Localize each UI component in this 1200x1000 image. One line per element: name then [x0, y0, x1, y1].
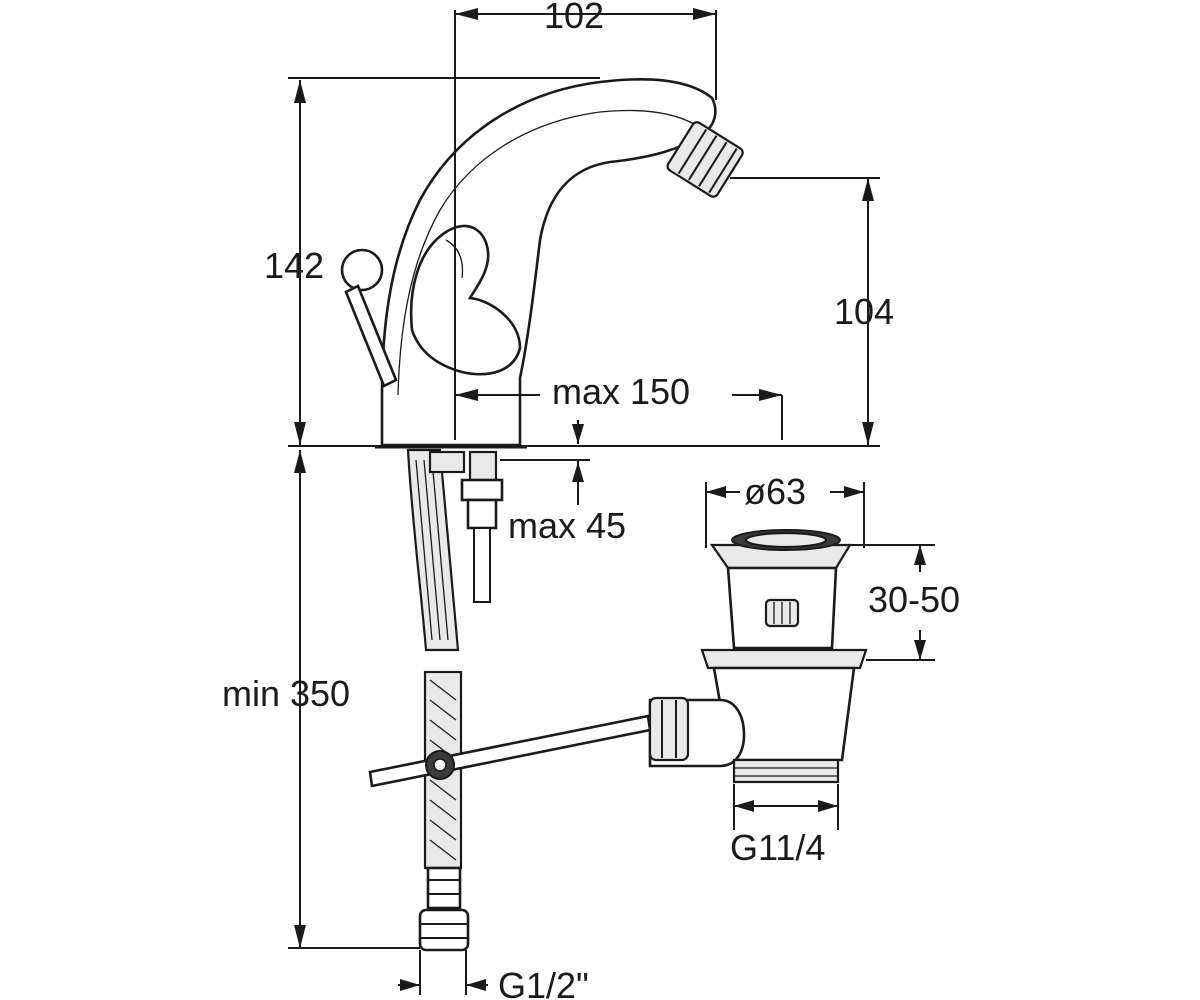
- faucet-icon: [340, 78, 744, 449]
- dimension-lines: [288, 8, 935, 995]
- label-spout-height: 104: [834, 291, 894, 332]
- label-max-150: max 150: [552, 371, 690, 412]
- label-spout-reach: 102: [544, 0, 604, 36]
- label-waste-range: 30-50: [868, 579, 960, 620]
- label-hose-thread: G1/2": [498, 965, 589, 1000]
- label-waste-diameter: ø63: [744, 471, 806, 512]
- pop-up-waste-icon: [648, 529, 868, 784]
- hose-icon: [406, 448, 504, 952]
- label-waste-thread: G11/4: [730, 827, 825, 868]
- rod-icon: [368, 714, 652, 788]
- label-max-45: max 45: [508, 505, 626, 546]
- label-min-350: min 350: [222, 673, 350, 714]
- label-total-height: 142: [264, 245, 324, 286]
